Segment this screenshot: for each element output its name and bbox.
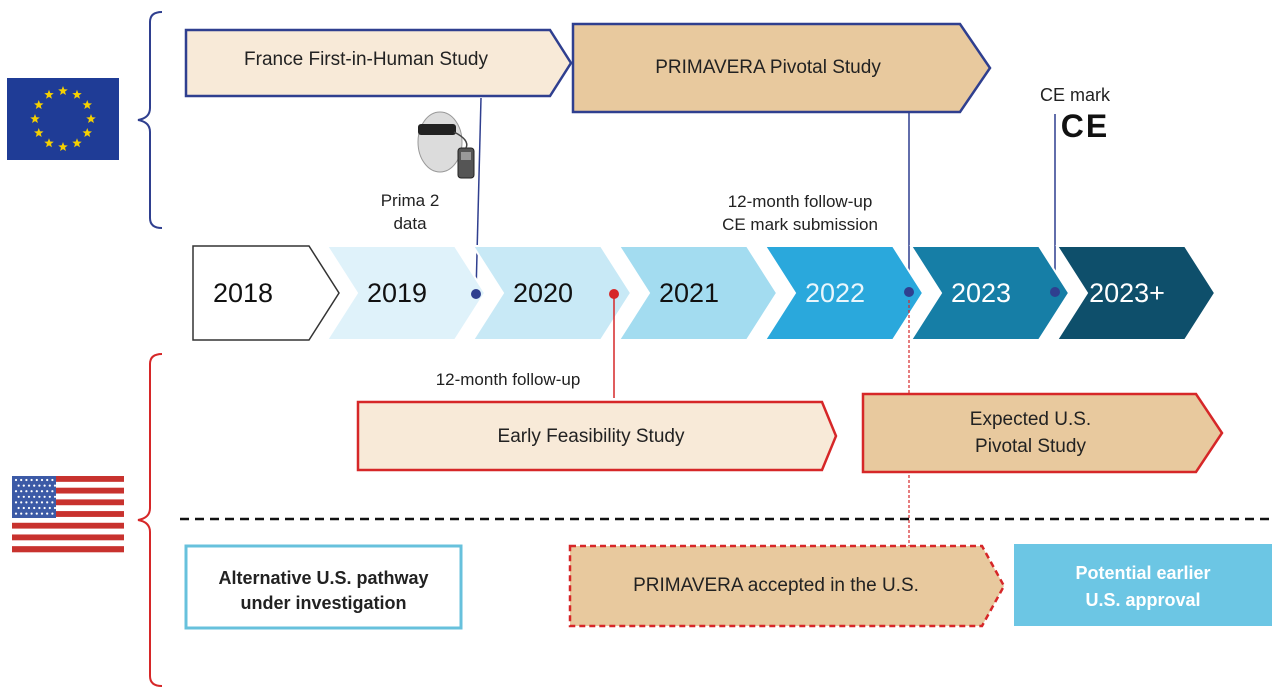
expected-pivotal-line1: Expected U.S. bbox=[969, 409, 1092, 430]
prima2-label-line1: Prima 2 bbox=[380, 191, 440, 210]
year-chevron-2 bbox=[471, 245, 633, 341]
year-chevron-3 bbox=[617, 245, 779, 341]
us-followup-label: 12-month follow-up bbox=[435, 370, 581, 389]
early-feasibility-arrow bbox=[356, 400, 838, 472]
year-label-3: 2021 bbox=[658, 278, 720, 308]
early-feasibility-label: Early Feasibility Study bbox=[497, 426, 685, 447]
eu-bracket bbox=[137, 11, 163, 229]
primavera-study-label: PRIMAVERA Pivotal Study bbox=[655, 57, 881, 78]
ce-mark-label: CE mark bbox=[1039, 85, 1110, 105]
prima2-label-line2: data bbox=[393, 214, 427, 233]
us-bracket bbox=[137, 353, 163, 687]
year-label-1: 2019 bbox=[366, 278, 428, 308]
year-chevron-0 bbox=[192, 245, 340, 341]
alternative-pathway-line2: under investigation bbox=[240, 593, 407, 613]
eu-flag-icon bbox=[7, 78, 119, 160]
marker-2023plus bbox=[1050, 287, 1060, 297]
year-label-5: 2023 bbox=[950, 278, 1012, 308]
prima-device-icon bbox=[417, 111, 475, 179]
year-chevron-5 bbox=[909, 245, 1071, 341]
year-label-6: 2023+ bbox=[1089, 278, 1165, 308]
expected-pivotal-arrow bbox=[861, 392, 1224, 474]
alternative-pathway-line1: Alternative U.S. pathway bbox=[218, 568, 429, 588]
primavera-accepted-label: PRIMAVERA accepted in the U.S. bbox=[633, 575, 919, 596]
eu-followup-line2: CE mark submission bbox=[722, 215, 878, 234]
primavera-accepted-arrow bbox=[568, 544, 1006, 628]
year-label-2: 2020 bbox=[512, 278, 574, 308]
earlier-approval-line1: Potential earlier bbox=[1075, 563, 1211, 583]
ce-mark-symbol: CE bbox=[1060, 108, 1110, 144]
year-label-4: 2022 bbox=[804, 278, 866, 308]
alternative-pathway-box bbox=[184, 544, 463, 630]
year-label-0: 2018 bbox=[212, 278, 274, 308]
france-study-arrow bbox=[184, 28, 573, 98]
marker-2020 bbox=[471, 289, 481, 299]
year-chevron-4 bbox=[763, 245, 925, 341]
france-study-label: France First-in-Human Study bbox=[244, 49, 488, 70]
marker-2023 bbox=[904, 287, 914, 297]
earlier-approval-line2: U.S. approval bbox=[1085, 590, 1201, 610]
marker-2021 bbox=[609, 289, 619, 299]
us-flag-icon bbox=[12, 476, 124, 553]
expected-pivotal-line2: Pivotal Study bbox=[975, 436, 1086, 457]
year-timeline bbox=[192, 245, 1217, 341]
primavera-study-arrow bbox=[571, 22, 992, 114]
year-chevron-1 bbox=[325, 245, 487, 341]
earlier-approval-box bbox=[1014, 544, 1272, 626]
eu-followup-line1: 12-month follow-up bbox=[727, 192, 873, 211]
year-chevron-6 bbox=[1055, 245, 1217, 341]
